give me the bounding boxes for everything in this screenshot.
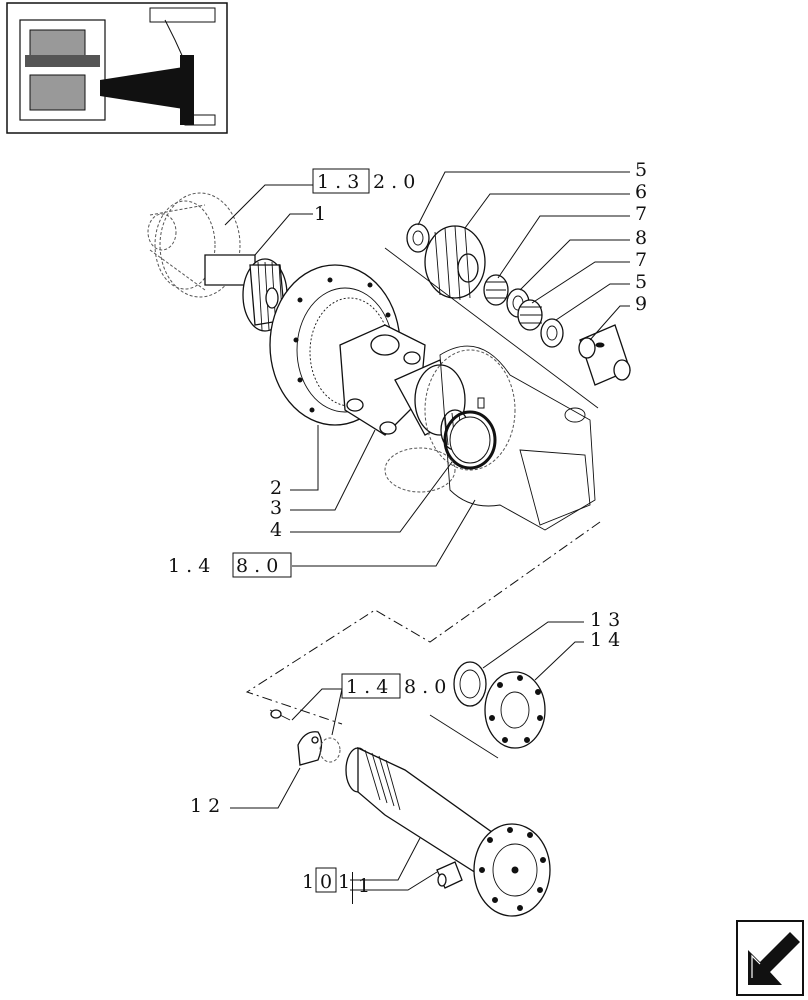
ref-1-48-0-lower-rest: 8 . 0	[404, 676, 446, 698]
thumbnail-frame[interactable]	[6, 2, 228, 134]
callout-8[interactable]: 8	[635, 227, 647, 249]
part-7-needle-bearing-b[interactable]	[517, 299, 543, 331]
callout-11-digit-1a: 1	[338, 871, 350, 893]
part-3-hub-carrier[interactable]	[339, 324, 470, 451]
callout-10[interactable]: 1 0	[302, 867, 337, 893]
part-10-axle-shaft[interactable]	[345, 746, 551, 917]
callout-6[interactable]: 6	[635, 181, 647, 203]
callout-7-second[interactable]: 7	[635, 249, 647, 271]
callout-11-digit-1b: 1	[358, 875, 370, 897]
part-11-wheel-stud[interactable]	[436, 861, 463, 889]
part-9-pin[interactable]	[578, 324, 631, 386]
callout-labels: 1 5 6 7 8 7 5 9 2 3 4 1 3 1 4 1 2 1 0 1 …	[190, 159, 647, 904]
axle-housing-ghost	[384, 345, 596, 531]
ref-box-1-32-0[interactable]: 1 . 3 2 . 0	[312, 168, 415, 194]
planetary-carrier-ghost	[147, 192, 241, 298]
ref-1-32-0-rest: 2 . 0	[373, 171, 415, 193]
part-5-washer[interactable]	[406, 223, 430, 253]
part-4-snap-ring[interactable]	[443, 397, 497, 470]
ref-1-32-0-boxed: 1 . 3	[317, 171, 359, 193]
callout-12[interactable]: 1 2	[190, 795, 220, 817]
ref-1-48-0-lower-boxed: 1 . 4	[346, 676, 388, 698]
part-7-needle-bearing-a[interactable]	[483, 274, 509, 306]
callout-10-digit-0: 0	[320, 871, 332, 893]
callout-1[interactable]: 1	[314, 203, 326, 225]
ref-box-1-48-0-upper[interactable]: 1 . 4 8 . 0	[168, 552, 292, 578]
ref-box-1-48-0-lower[interactable]: 1 . 4 8 . 0	[341, 673, 446, 699]
lower-assembly	[269, 661, 551, 917]
ghost-washer	[319, 737, 341, 763]
part-14-bearing[interactable]	[484, 671, 546, 749]
part-6-planet-gear[interactable]	[424, 225, 486, 301]
callout-13[interactable]: 1 3	[590, 609, 620, 631]
callout-4[interactable]: 4	[270, 519, 282, 541]
part-12-lock-plate[interactable]	[269, 709, 323, 766]
ref-1-48-0-boxed: 8 . 0	[236, 555, 278, 577]
callout-11[interactable]: 1 1	[338, 871, 370, 904]
next-page-arrow-icon[interactable]	[736, 920, 804, 996]
callout-3[interactable]: 3	[270, 497, 282, 519]
callout-7[interactable]: 7	[635, 203, 647, 225]
tractor-axle-thumbnail-icon	[19, 7, 216, 126]
callout-10-digit-1: 1	[302, 871, 314, 893]
part-5-washer-b[interactable]	[540, 318, 564, 348]
callout-5-second[interactable]: 5	[635, 271, 647, 293]
ref-1-48-0-lead: 1 . 4	[168, 555, 210, 577]
upper-assembly	[147, 192, 631, 531]
callout-14[interactable]: 1 4	[590, 629, 620, 651]
callout-2[interactable]: 2	[270, 477, 282, 499]
leader-lines	[224, 171, 630, 891]
callout-5[interactable]: 5	[635, 159, 647, 181]
part-13-seal[interactable]	[453, 661, 487, 707]
callout-9[interactable]: 9	[635, 293, 647, 315]
